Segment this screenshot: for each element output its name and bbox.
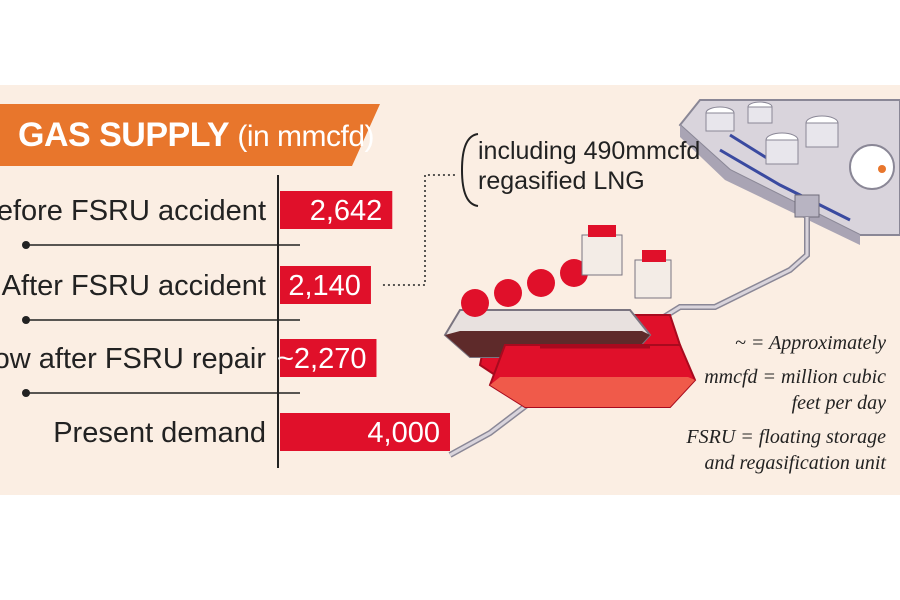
category-label: Before FSRU accident [0, 195, 266, 227]
category-label: After FSRU accident [2, 270, 266, 302]
banner-shape [0, 104, 380, 166]
separator-dot [22, 389, 30, 397]
category-label: Present demand [53, 417, 266, 449]
note-fsru-line-2: and regasification unit [704, 452, 886, 474]
annotation-line-1: including 490mmcfd [478, 137, 701, 165]
note-approximately: ~ = Approximately [735, 332, 886, 354]
annotation-connector [382, 174, 455, 286]
annotation-bracket [460, 133, 479, 207]
chart-title: GAS SUPPLY (in mmcfd) [18, 114, 375, 156]
bar-value-label: ~2,270 [277, 343, 367, 375]
separator-dot [22, 316, 30, 324]
annotation-line-2: regasified LNG [478, 167, 645, 195]
chart-title-text: GAS SUPPLY [18, 116, 229, 154]
bar-value-label: 2,642 [310, 195, 383, 227]
note-mmcfd-line-1: mmcfd = million cubic [704, 366, 886, 388]
category-label: Now after FSRU repair [0, 343, 266, 375]
bar [280, 266, 371, 304]
chart-title-unit: (in mmcfd) [237, 120, 375, 153]
bar [280, 339, 377, 377]
note-fsru-line-1: FSRU = floating storage [686, 426, 886, 448]
note-mmcfd-line-2: feet per day [791, 392, 886, 414]
pipeline-icon [448, 194, 820, 458]
bar [280, 191, 393, 229]
lng-terminal-ship-illustration [443, 99, 900, 458]
lng-annotation: including 490mmcfd regasified LNG [478, 136, 701, 196]
bar-value-label: 4,000 [367, 417, 440, 449]
bar [280, 413, 450, 451]
separator-dot [22, 241, 30, 249]
bar-value-label: 2,140 [288, 270, 361, 302]
abbreviation-notes: ~ = Approximately mmcfd = million cubic … [626, 330, 886, 476]
lng-ship-icon [443, 225, 697, 408]
chart-title-banner: GAS SUPPLY (in mmcfd) [0, 104, 380, 166]
